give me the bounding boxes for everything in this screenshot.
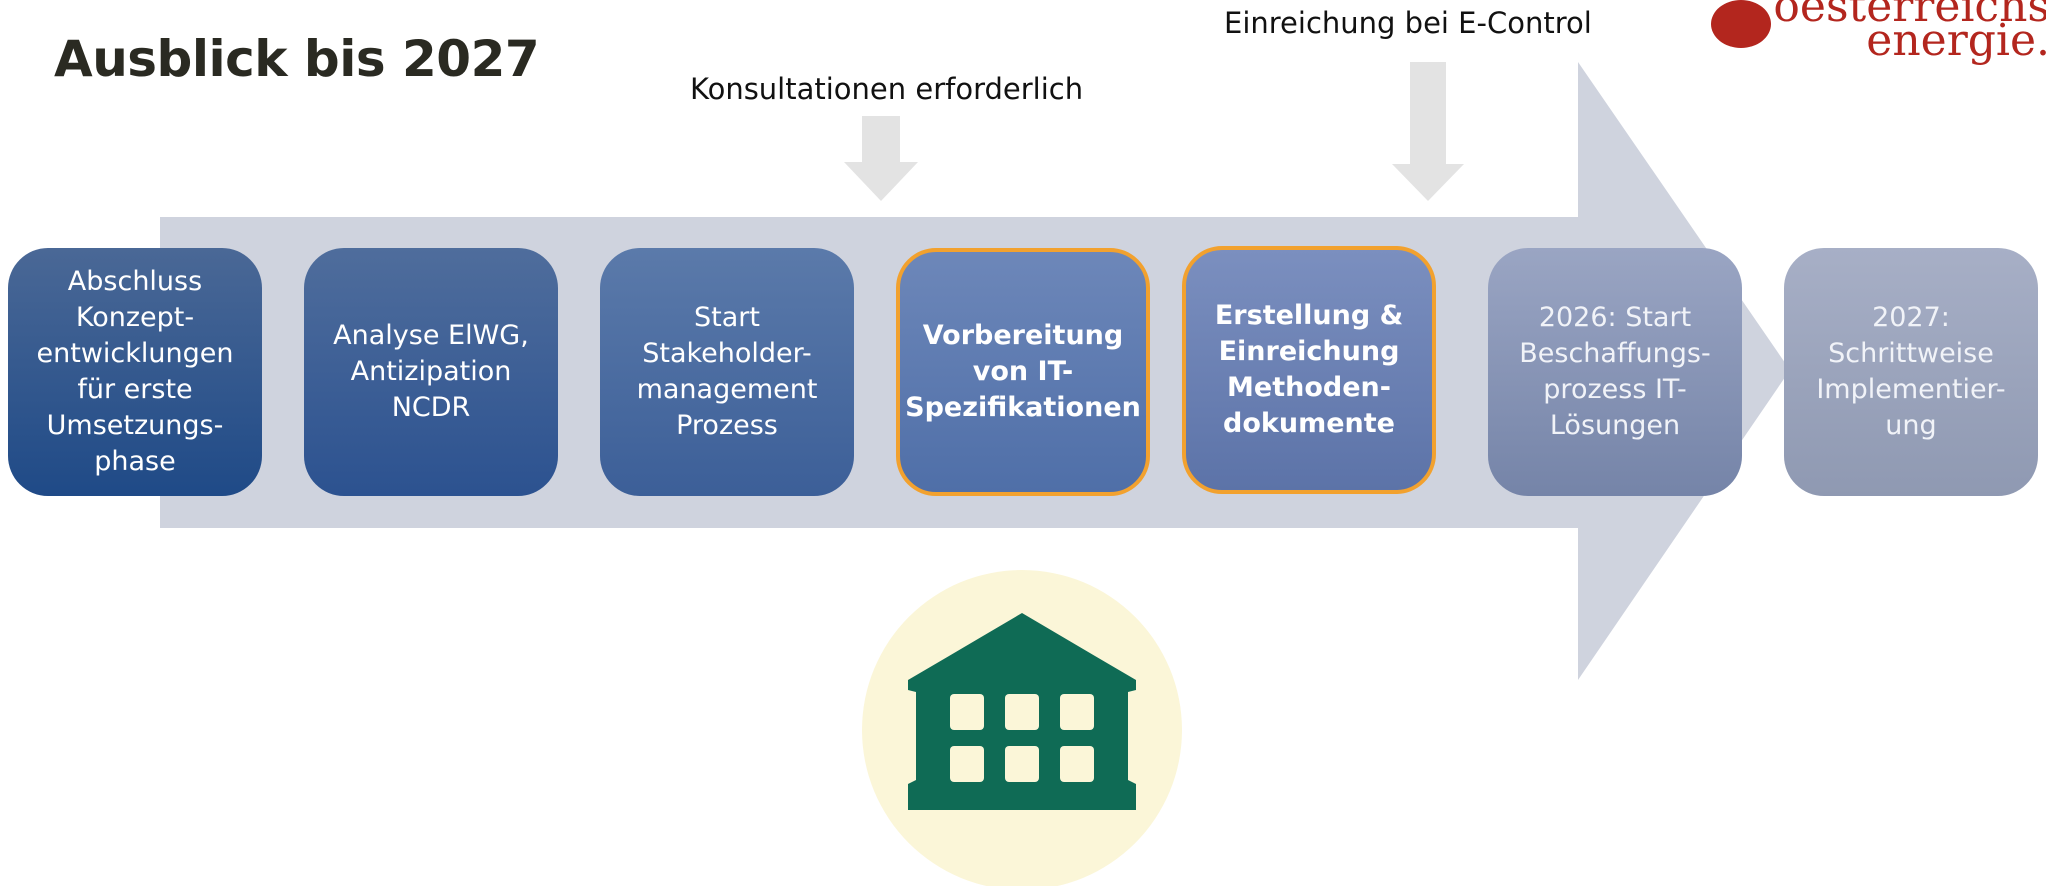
- step-label: Erstellung & Einreichung Methoden- dokum…: [1214, 300, 1404, 439]
- building-icon: [862, 570, 1182, 886]
- step-7: 2027: Schrittweise Implementier- ung: [1784, 248, 2038, 496]
- logo-mark-icon: [1711, 0, 1772, 48]
- callout-einreichung: Einreichung bei E-Control: [1224, 6, 1592, 40]
- step-1: Abschluss Konzept- entwicklungen für ers…: [8, 248, 262, 496]
- step-6: 2026: Start Beschaffungs- prozess IT- Lö…: [1488, 248, 1742, 496]
- down-arrow-icon: [1392, 62, 1464, 201]
- step-4: Vorbereitung von IT- Spezifikationen: [896, 248, 1150, 496]
- callout-konsultationen: Konsultationen erforderlich: [690, 72, 1084, 106]
- step-3: Start Stakeholder- management Prozess: [600, 248, 854, 496]
- step-5: Erstellung & Einreichung Methoden- dokum…: [1182, 246, 1436, 494]
- step-label: Analyse ElWG, Antizipation NCDR: [333, 320, 529, 423]
- logo-text: oesterreichs energie.: [1773, 0, 2046, 66]
- step-2: Analyse ElWG, Antizipation NCDR: [304, 248, 558, 496]
- step-label: 2027: Schrittweise Implementier- ung: [1816, 302, 2006, 441]
- step-label: Vorbereitung von IT- Spezifikationen: [905, 320, 1141, 423]
- step-label: Abschluss Konzept- entwicklungen für ers…: [36, 266, 234, 477]
- down-arrow-icon: [844, 116, 918, 201]
- logo: oesterreichs energie.: [1711, 0, 2046, 66]
- step-label: Start Stakeholder- management Prozess: [636, 302, 818, 441]
- step-label: 2026: Start Beschaffungs- prozess IT- Lö…: [1519, 302, 1711, 441]
- page-title: Ausblick bis 2027: [54, 30, 540, 88]
